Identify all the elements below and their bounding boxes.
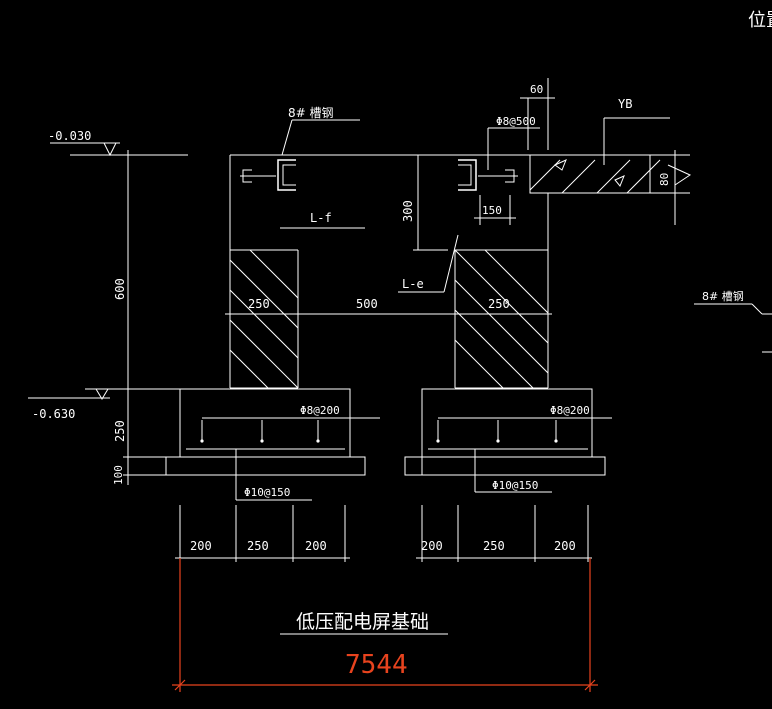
- dim-wall-gap: 500: [356, 297, 378, 311]
- wall-left-hatch: [230, 250, 298, 388]
- yb-slab: YB 80: [529, 97, 692, 225]
- dim-60: 60: [530, 83, 543, 96]
- drawing-title-block: 低压配电屏基础: [280, 611, 448, 635]
- vertical-dims-left: 600 250 100: [112, 150, 133, 485]
- dim-250-vertical: 250: [113, 420, 127, 442]
- rebar-bottom-right-text: Φ10@150: [492, 479, 538, 492]
- rebar-footing-right-text: Φ8@200: [550, 404, 590, 417]
- bottom-dims-right: 200 250 200: [416, 505, 592, 562]
- elevation-bottom-marker: -0.630: [28, 388, 180, 421]
- elevation-bottom-text: -0.630: [32, 407, 75, 421]
- rebar-footing-left-text: Φ8@200: [300, 404, 340, 417]
- channel-steel-right-label: 8# 槽钢: [702, 290, 744, 303]
- wall-dims: 250 500 250: [225, 297, 552, 315]
- total-dimension: 7544: [172, 558, 598, 692]
- dim-600: 600: [113, 278, 127, 300]
- label-lf: L-f: [310, 211, 332, 225]
- beam-labels: L-f L-e: [280, 211, 459, 293]
- corner-label: 位置: [748, 10, 772, 31]
- yb-label: YB: [618, 97, 632, 111]
- dim-300: 300: [401, 200, 415, 222]
- footing-right: Φ8@200 Φ10@150: [404, 388, 612, 493]
- dim-100: 100: [112, 465, 125, 485]
- upper-structure: [229, 154, 549, 389]
- elevation-top-marker: -0.030: [48, 129, 188, 157]
- inner-dims: 300 150: [401, 155, 516, 251]
- bottom-dim-right-1: 200: [421, 539, 443, 553]
- bottom-dims-left: 200 250 200: [175, 505, 350, 562]
- bottom-dim-right-2: 250: [483, 539, 505, 553]
- bottom-dim-left-1: 200: [190, 539, 212, 553]
- bottom-dim-left-3: 200: [305, 539, 327, 553]
- total-dim-text: 7544: [345, 650, 408, 680]
- bottom-dim-right-3: 200: [554, 539, 576, 553]
- rebar-top-text: Φ8@500: [496, 115, 536, 128]
- right-edge-partial: 8# 槽钢: [694, 290, 772, 353]
- channel-steel-right: [458, 159, 518, 191]
- rebar-bottom-left-text: Φ10@150: [244, 486, 290, 499]
- footing-left: Φ8@200 Φ10@150: [127, 388, 380, 501]
- bottom-dim-left-2: 250: [247, 539, 269, 553]
- channel-steel-left: 8# 槽钢: [240, 106, 360, 191]
- dim-wall-left: 250: [248, 297, 270, 311]
- wall-right-hatch: [455, 250, 548, 388]
- label-le: L-e: [402, 277, 424, 291]
- channel-steel-left-label: 8# 槽钢: [288, 106, 334, 120]
- rebar-top-annotation: Φ8@500 60: [487, 78, 555, 170]
- dim-80: 80: [658, 173, 671, 186]
- elevation-top-text: -0.030: [48, 129, 91, 143]
- dim-150: 150: [482, 204, 502, 217]
- dim-wall-right: 250: [488, 297, 510, 311]
- drawing-title: 低压配电屏基础: [296, 611, 429, 633]
